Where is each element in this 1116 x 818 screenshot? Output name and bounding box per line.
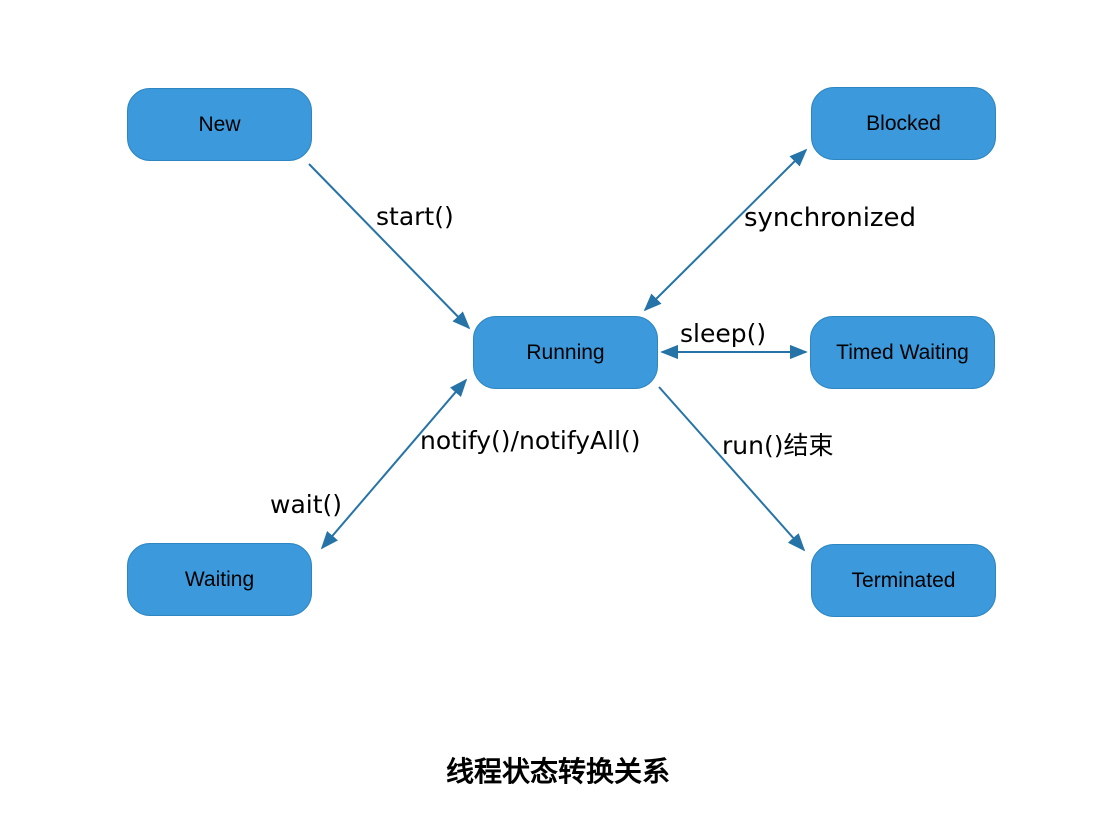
node-waiting: Waiting [127, 543, 312, 616]
diagram-title: 线程状态转换关系 [445, 755, 670, 788]
edge-label-notify-notifyall: notify()/notifyAll() [420, 426, 641, 455]
edge-label-synchronized: synchronized [744, 203, 917, 233]
edge-run-end-arrow [658, 386, 806, 552]
node-waiting-label: Waiting [184, 567, 255, 591]
node-running-label: Running [526, 340, 605, 364]
node-timed-waiting: Timed Waiting [810, 316, 995, 389]
node-blocked-label: Blocked [866, 111, 941, 135]
edge-label-run-end: run()结束 [722, 431, 834, 460]
node-terminated: Terminated [811, 544, 996, 617]
node-terminated-label: Terminated [851, 568, 956, 592]
edge-synchronized-arrow [643, 148, 808, 312]
node-new: New [127, 88, 312, 161]
node-timed-waiting-label: Timed Waiting [836, 340, 969, 364]
edge-wait-notify-arrow [320, 378, 468, 550]
edge-start-arrow [308, 163, 471, 330]
node-running: Running [473, 316, 658, 389]
edge-label-sleep: sleep() [680, 319, 767, 348]
edge-label-wait: wait() [270, 490, 343, 519]
edge-label-start: start() [376, 202, 454, 231]
node-new-label: New [198, 112, 241, 136]
node-blocked: Blocked [811, 87, 996, 160]
